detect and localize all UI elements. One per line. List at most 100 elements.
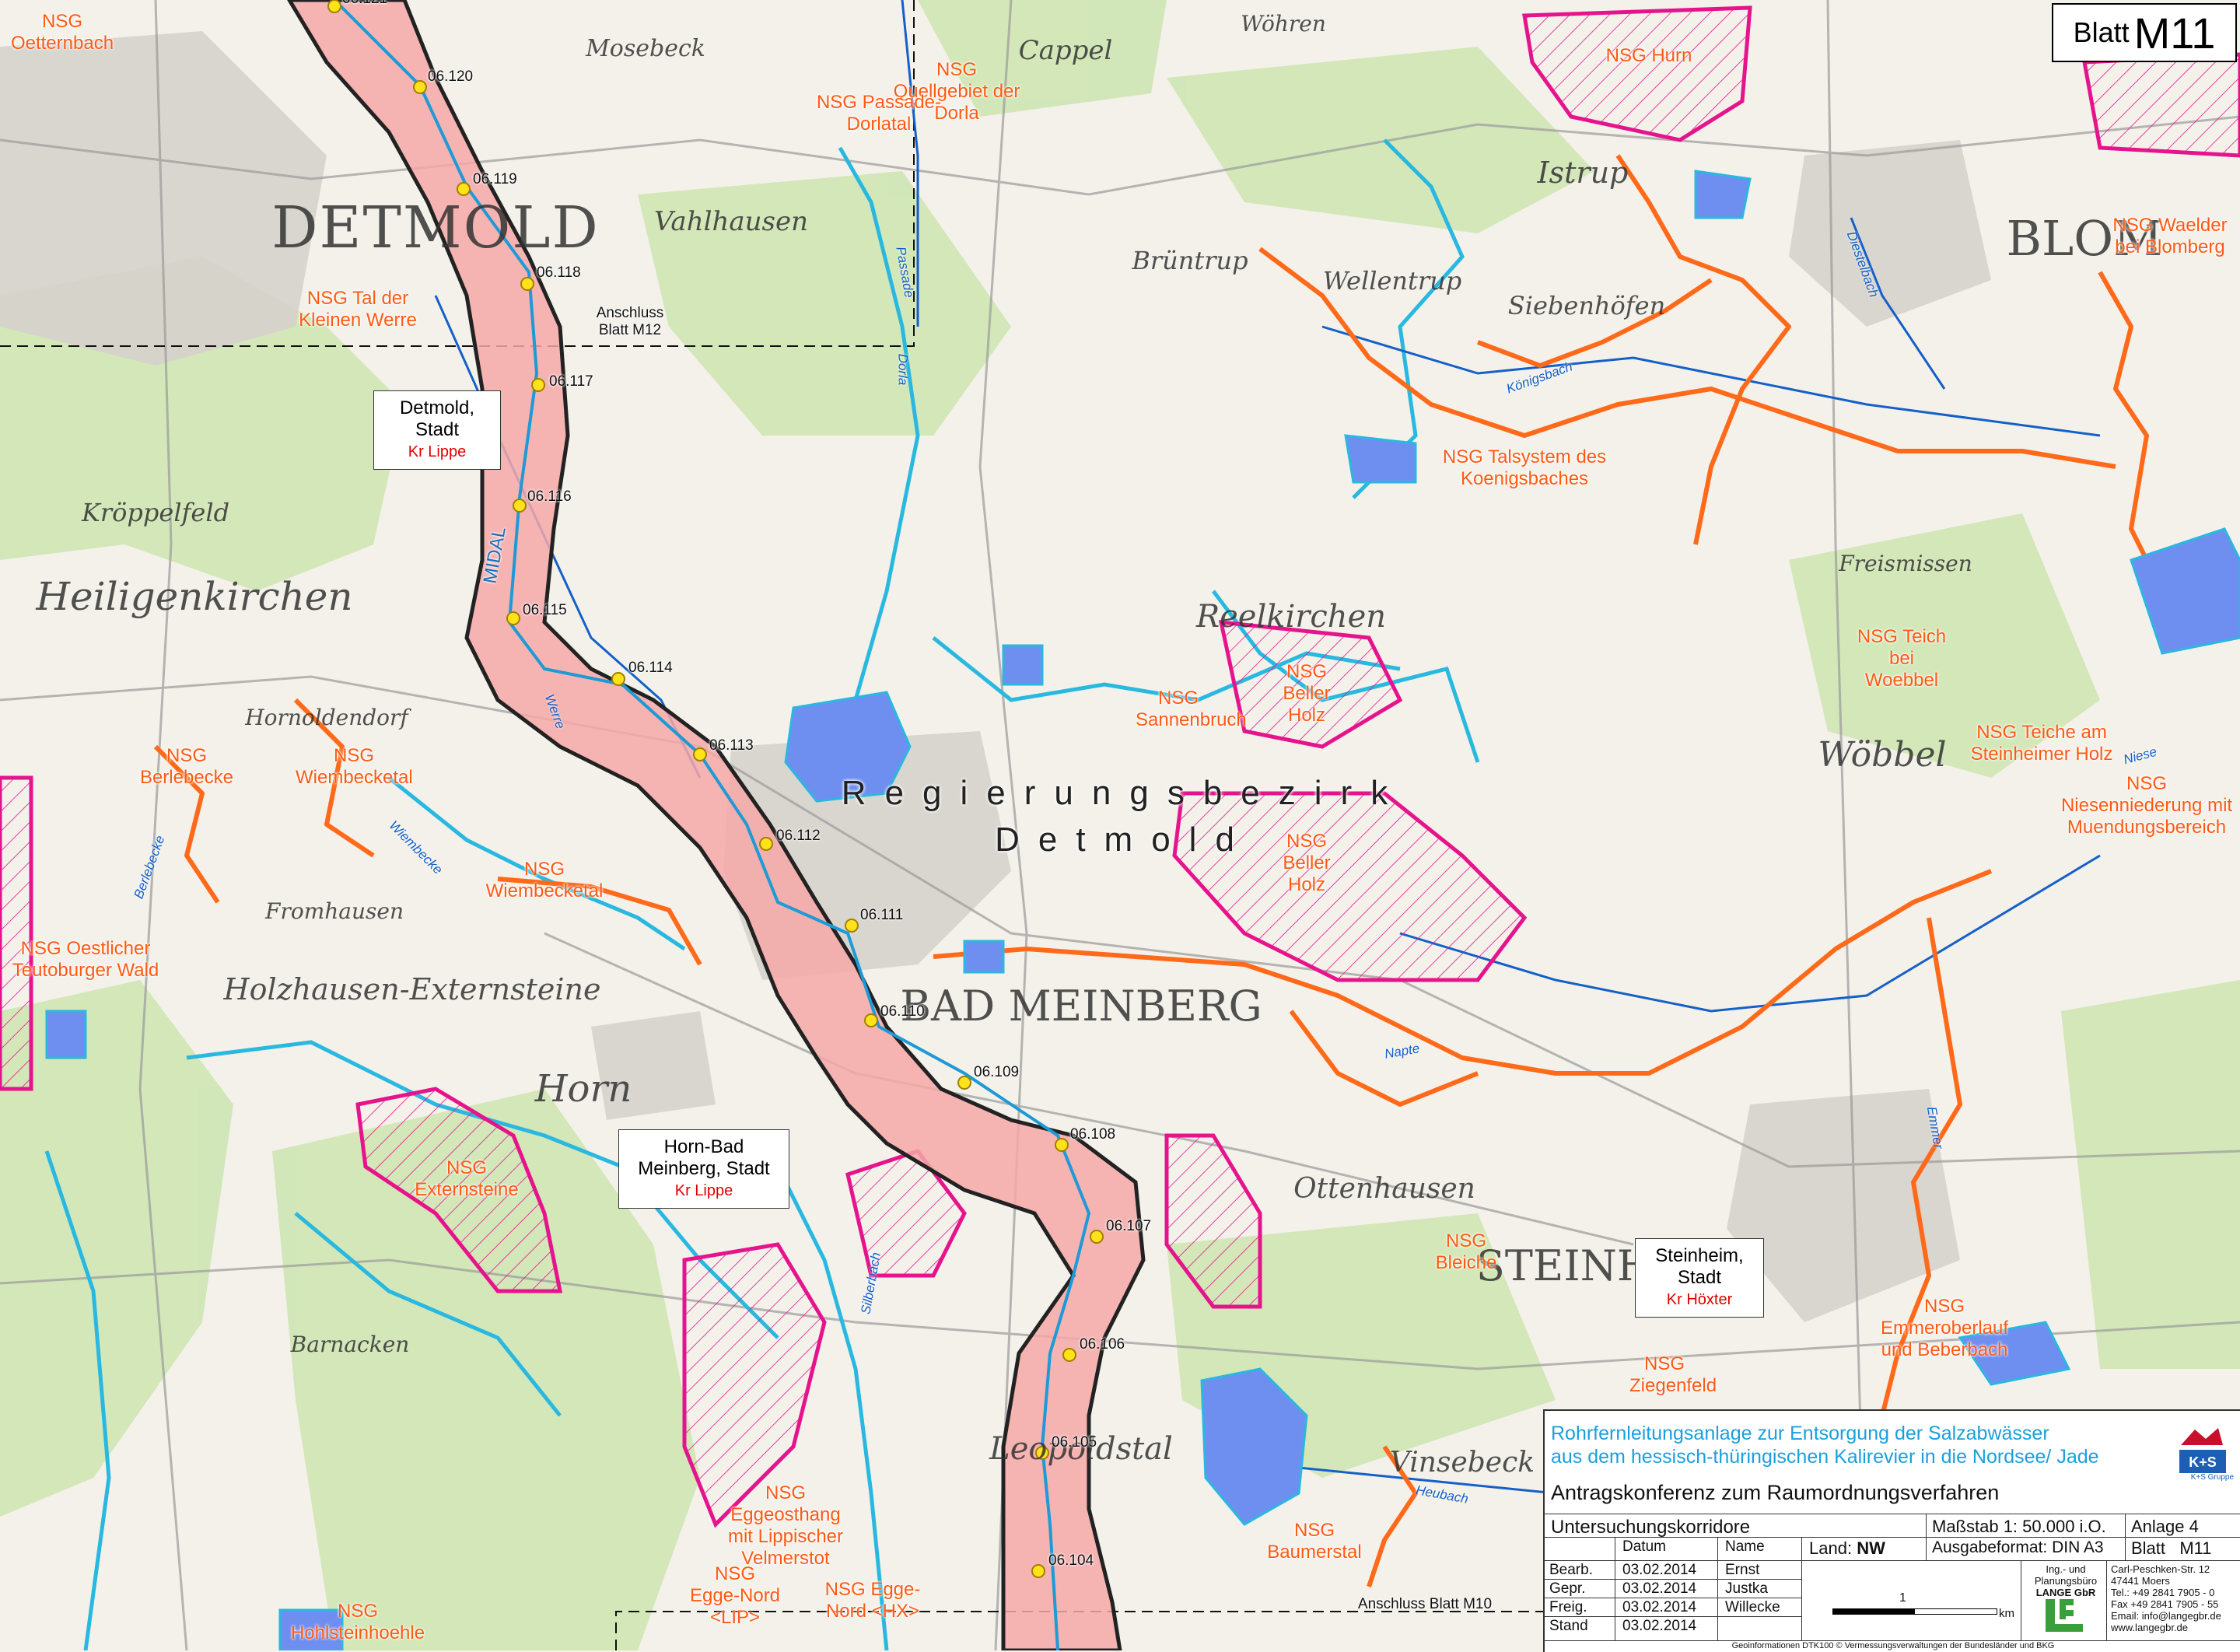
nsg-label: NSG Egge-Nord <LIP>	[689, 1563, 781, 1628]
km-label: 06.112	[776, 828, 821, 844]
place-label: Brüntrup	[1132, 246, 1248, 275]
km-label: 06.108	[1070, 1126, 1116, 1143]
col-datum: Datum	[1622, 1538, 1666, 1555]
nsg-label: NSG Passade-Dorlatal	[816, 92, 942, 135]
km-label: 06.110	[880, 1003, 925, 1020]
place-label: Wöbbel	[1818, 735, 1947, 775]
nsg-label: NSG Wiembecketal	[296, 745, 413, 788]
place-label: Siebenhöfen	[1507, 291, 1666, 320]
place-label: Horn	[534, 1067, 632, 1111]
nsg-label: NSG Externsteine	[415, 1157, 519, 1200]
study-corridor	[287, 0, 1146, 1650]
place-label: BAD MEINBERG	[900, 982, 1262, 1031]
date-cell: 03.02.2014	[1622, 1562, 1697, 1578]
km-label: 06.106	[1080, 1336, 1125, 1353]
place-label: Barnacken	[290, 1332, 410, 1357]
place-label: Wöhren	[1241, 11, 1326, 37]
nsg-label: NSG Egge-Nord <HX>	[824, 1579, 921, 1622]
nsg-label: NSG Oetternbach	[10, 11, 114, 54]
name-cell: Willecke	[1725, 1599, 1780, 1615]
nsg-label: NSG Teich bei Woebbel	[1857, 626, 1947, 691]
map-name: Untersuchungskorridore	[1551, 1517, 1751, 1538]
km-label: 06.117	[549, 373, 593, 390]
nsg-label: NSG Talsystem des Koenigsbaches	[1442, 446, 1607, 489]
km-label: 06.116	[527, 488, 572, 505]
name-cell: Ernst	[1725, 1562, 1760, 1578]
place-label: Reelkirchen	[1195, 599, 1387, 635]
km-label: 06.121	[342, 0, 387, 8]
nsg-label: NSG Oestlicher Teutoburger Wald	[12, 938, 159, 981]
conference-title: Antragskonferenz zum Raumordnungsverfahr…	[1551, 1481, 2000, 1504]
logo-caption: K+S Gruppe	[2190, 1473, 2234, 1482]
place-label: Ottenhausen	[1293, 1173, 1475, 1205]
scale-label: Maßstab 1: 50.000 i.O.	[1932, 1517, 2106, 1536]
col-name: Name	[1725, 1538, 1765, 1555]
region-label: Detmold	[995, 821, 1253, 859]
ks-logo-icon: K+S	[2179, 1428, 2226, 1473]
km-label: 06.120	[428, 68, 474, 85]
date-cell: 03.02.2014	[1622, 1580, 1697, 1597]
format-label: Ausgabeformat: DIN A3	[1932, 1538, 2104, 1556]
place-label: Kröppelfeld	[81, 498, 230, 527]
place-label: Leopoldstal	[989, 1431, 1173, 1467]
km-label: 06.111	[860, 907, 904, 923]
nsg-label: NSG Emmeroberlauf und Beberbach	[1880, 1296, 2009, 1360]
role-cell: Stand	[1549, 1618, 1588, 1634]
pipeline-route	[333, 0, 1091, 1650]
nsg-label: NSG Berlebecke	[139, 745, 234, 788]
km-label: 06.113	[709, 737, 754, 754]
place-label: Wellentrup	[1322, 266, 1462, 296]
role-cell: Bearb.	[1549, 1562, 1593, 1578]
role-cell: Gepr.	[1549, 1580, 1586, 1597]
nsg-label: NSG Teiche am Steinheimer Holz	[1970, 722, 2113, 765]
km-markers	[327, 0, 1104, 1578]
km-label: 06.107	[1106, 1218, 1152, 1234]
place-label: BLOM	[2006, 210, 2163, 267]
km-label: 06.104	[1048, 1552, 1094, 1569]
nsg-areas	[0, 5, 2240, 1528]
sheet-link-label: Anschluss Blatt M10	[1357, 1596, 1493, 1612]
scalebar	[1832, 1608, 1997, 1615]
nsg-label: NSG Ziegenfeld	[1629, 1353, 1717, 1396]
km-label: 06.119	[473, 171, 517, 187]
project-title: Rohrfernleitungsanlage zur Entsorgung de…	[1551, 1423, 2099, 1468]
anlage-label: Anlage 4	[2131, 1517, 2199, 1536]
title-block: Rohrfernleitungsanlage zur Entsorgung de…	[1543, 1409, 2240, 1652]
place-label: Istrup	[1537, 156, 1629, 190]
nsg-label: NSG Tal der Kleinen Werre	[299, 288, 417, 331]
nsg-label: NSG Waelder bei Blomberg	[2112, 215, 2228, 257]
place-label: Fromhausen	[265, 898, 404, 924]
nsg-label: NSG Beller Holz	[1283, 661, 1331, 726]
nsg-label: NSG Eggeosthang mit Lippischer Velmersto…	[727, 1482, 844, 1569]
scalebar-unit: km	[1999, 1607, 2014, 1620]
river-label: Dorla	[895, 353, 911, 386]
km-label: 06.115	[523, 602, 567, 618]
nsg-label: NSG Beller Holz	[1283, 831, 1331, 895]
region-label: Regierungsbezirk	[841, 774, 1407, 812]
nsg-label: NSG Quellgebiet der Dorla	[893, 59, 1020, 124]
km-label: 06.118	[537, 264, 581, 281]
date-cell: 03.02.2014	[1622, 1618, 1697, 1634]
blatt-label: Blatt M11	[2131, 1538, 2212, 1558]
role-cell: Freig.	[1549, 1599, 1587, 1615]
water-bodies	[45, 170, 2240, 1650]
nsg-label: NSG Baumerstal	[1267, 1520, 1362, 1563]
office-address: Carl-Peschken-Str. 12 47441 Moers Tel.: …	[2111, 1563, 2221, 1633]
place-label: Holzhausen-Externsteine	[223, 972, 601, 1006]
km-label: 06.105	[1052, 1434, 1097, 1451]
land-field: Land: NW	[1809, 1538, 1885, 1558]
copyright-footer: Geoinformationen DTK100 © Vermessungsver…	[1731, 1641, 2055, 1650]
place-label: Heiligenkirchen	[36, 574, 353, 619]
svg-text:K+S: K+S	[2189, 1454, 2217, 1470]
nsg-label: NSG Hurn	[1605, 45, 1692, 66]
sheet-boundary	[0, 0, 1543, 1650]
place-label: Vahlhausen	[653, 206, 809, 237]
name-cell: Justka	[1725, 1580, 1768, 1597]
nsg-label: NSG Sannenbruch	[1136, 688, 1247, 730]
